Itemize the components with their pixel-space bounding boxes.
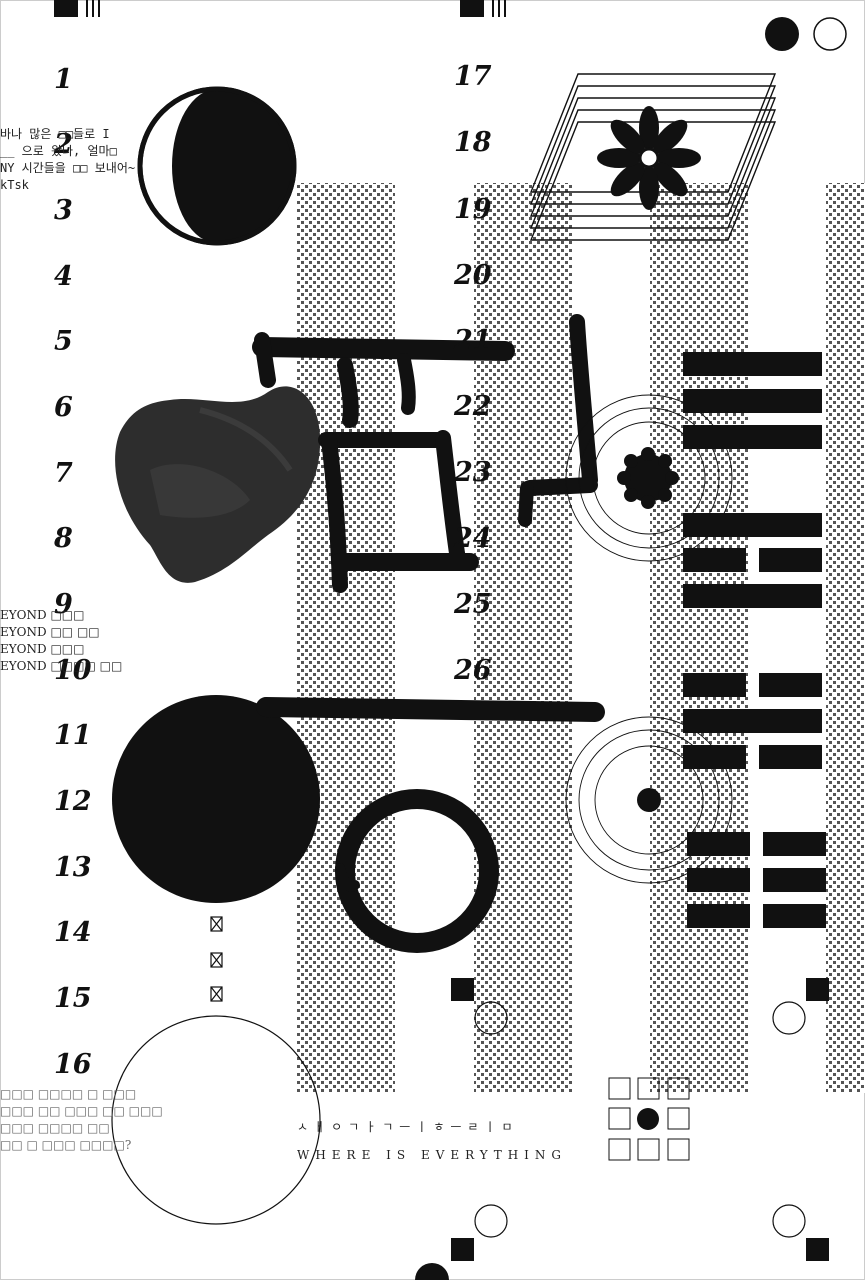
brush-lettering bbox=[252, 314, 605, 953]
text-line: 바나 많은 □□들로 I bbox=[0, 127, 110, 141]
stripe-2 bbox=[474, 183, 572, 1093]
half-dot-bottom bbox=[415, 1263, 449, 1280]
grid-center-dot bbox=[637, 1108, 659, 1130]
dotted-stripes bbox=[297, 183, 865, 1093]
crescent-moon-icon bbox=[137, 86, 297, 246]
number: 26 bbox=[454, 655, 492, 686]
stripe-3 bbox=[650, 183, 748, 1093]
number: 14 bbox=[54, 917, 92, 948]
concentric-rings-upper bbox=[565, 394, 733, 562]
square-grid bbox=[608, 1077, 690, 1161]
filled-dot-top bbox=[765, 17, 799, 51]
number: 10 bbox=[54, 655, 92, 686]
concentric-rings-lower bbox=[565, 716, 733, 884]
number: 16 bbox=[54, 1049, 92, 1080]
number: 23 bbox=[454, 457, 492, 488]
number: 7 bbox=[54, 458, 73, 489]
jamo-line: ㅅㅐㅇㄱㅏㄱㅡㅣㅎㅡㄹㅣㅁ bbox=[297, 1120, 519, 1134]
trigram-bars bbox=[683, 352, 826, 928]
number: 15 bbox=[54, 983, 92, 1014]
number: 11 bbox=[54, 720, 92, 751]
number: 21 bbox=[454, 325, 492, 356]
stripe-1 bbox=[297, 183, 395, 1093]
number: 24 bbox=[454, 523, 492, 554]
top-markers bbox=[54, 0, 506, 17]
small-rings bbox=[474, 1001, 806, 1238]
number: 3 bbox=[54, 195, 73, 226]
number: 19 bbox=[454, 194, 492, 225]
text-line: __ 으로 왔나, 얼마□ bbox=[0, 144, 117, 158]
stacked-planes bbox=[529, 73, 777, 241]
latin-line: WHERE IS EVERYTHING bbox=[297, 1148, 568, 1162]
text-line: EYOND □□□□ □□ bbox=[0, 659, 123, 673]
number: 9 bbox=[54, 589, 73, 620]
cog-shape-icon bbox=[617, 447, 679, 509]
text-line: EYOND □□□ bbox=[0, 608, 85, 622]
number: 12 bbox=[54, 786, 92, 817]
text-line: EYOND □□□ bbox=[0, 642, 85, 656]
number: 17 bbox=[454, 61, 492, 92]
ring-dot-top bbox=[813, 17, 847, 51]
text-line: kTsk bbox=[0, 178, 29, 192]
number: 6 bbox=[54, 392, 73, 423]
boxed-glyphs bbox=[210, 916, 223, 1002]
text-line: □□□ □□□□ □□ bbox=[0, 1121, 110, 1135]
stripe-4 bbox=[826, 183, 865, 1093]
number: 4 bbox=[54, 261, 73, 292]
outline-circle-large bbox=[111, 1015, 321, 1225]
number: 20 bbox=[454, 260, 492, 291]
corner-marks bbox=[451, 978, 829, 1261]
text-line: □□□ □□□□ □ □□□ bbox=[0, 1087, 137, 1101]
number: 1 bbox=[54, 64, 73, 95]
filled-circle-large bbox=[112, 695, 320, 903]
flower-icon bbox=[597, 106, 701, 210]
text-line: □□□ □□ □□□ □□ □□□ bbox=[0, 1104, 163, 1118]
number: 8 bbox=[54, 523, 73, 554]
number: 25 bbox=[454, 589, 492, 620]
text-line: □□ □ □□□ □□□□? bbox=[0, 1138, 132, 1152]
number: 22 bbox=[454, 391, 492, 422]
number: 2 bbox=[54, 129, 73, 160]
dark-blob-shape bbox=[115, 386, 321, 583]
text-line: EYOND □□ □□ bbox=[0, 625, 100, 639]
number: 13 bbox=[54, 852, 92, 883]
number: 18 bbox=[454, 127, 492, 158]
small-dot-lower bbox=[637, 788, 661, 812]
number: 5 bbox=[54, 326, 73, 357]
text-line: NY 시간들을 □□ 보내어~ bbox=[0, 161, 136, 175]
